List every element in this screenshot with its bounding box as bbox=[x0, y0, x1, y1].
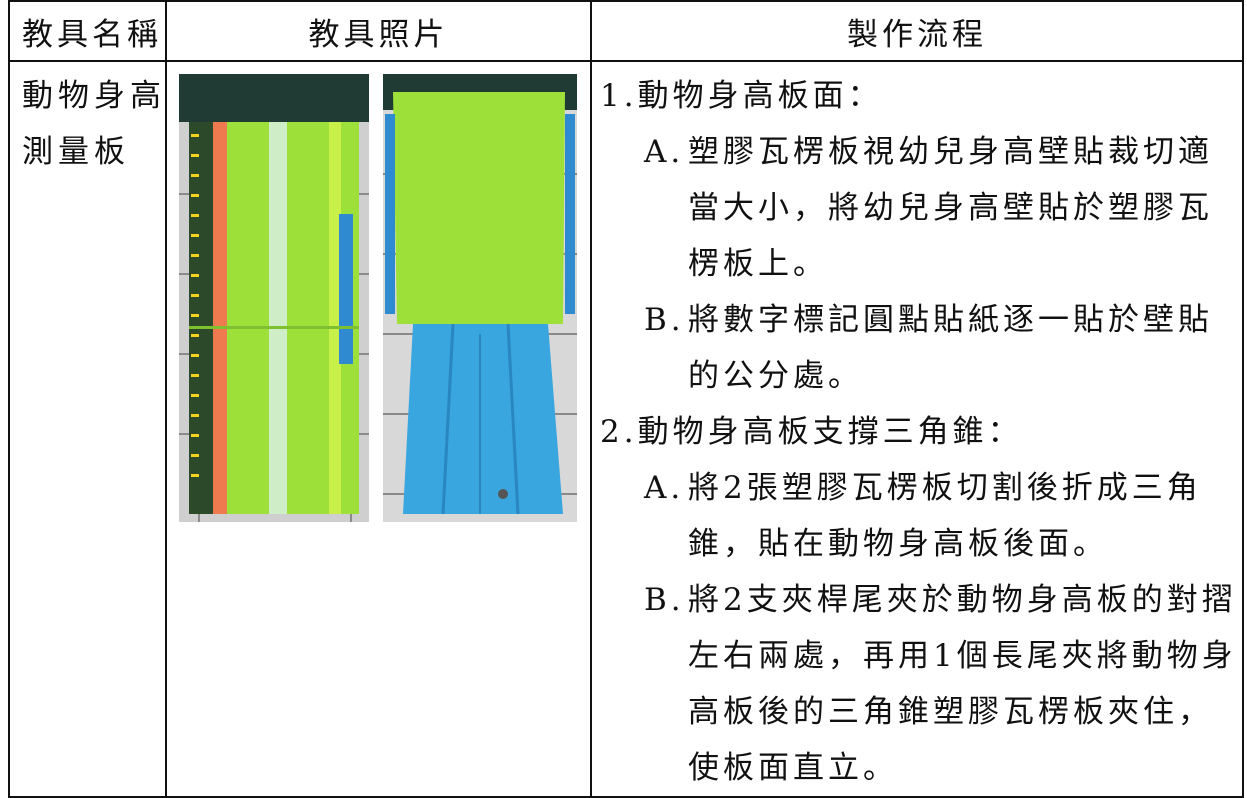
height-board-front-photo-icon bbox=[179, 74, 369, 522]
photo-cell bbox=[165, 60, 592, 798]
process-cell: 1.動物身高板面： A. 塑膠瓦楞板視幼兒身高壁貼裁切適當大小，將幼兒身高壁貼於… bbox=[590, 60, 1244, 798]
step-1-title: 1.動物身高板面： bbox=[600, 78, 883, 114]
back-photo-drawing bbox=[383, 74, 577, 522]
stripe-shape bbox=[213, 122, 227, 514]
step-1b-text: 將數字標記圓點貼紙逐一貼於壁貼的公分處。 bbox=[688, 302, 1213, 394]
step-2b-text: 將2支夾桿尾夾於動物身高板的對摺左右兩處，再用1個長尾夾將動物身高板後的三角錐塑… bbox=[688, 582, 1237, 786]
header-process: 製作流程 bbox=[590, 0, 1244, 62]
step-2a-text: 將2張塑膠瓦楞板切割後折成三角錐，貼在動物身高板後面。 bbox=[688, 470, 1202, 562]
step-1a-label: A. bbox=[644, 134, 685, 170]
height-board-back-photo-icon bbox=[383, 74, 577, 522]
content-row: 動物身高 測量板 bbox=[8, 60, 1244, 798]
board-shape bbox=[393, 92, 565, 324]
step-1b: B. 將數字標記圓點貼紙逐一貼於壁貼的公分處。 bbox=[600, 292, 1242, 404]
step-1a: A. 塑膠瓦楞板視幼兒身高壁貼裁切適當大小，將幼兒身高壁貼於塑膠瓦楞板上。 bbox=[600, 124, 1242, 292]
step-2a: A. 將2張塑膠瓦楞板切割後折成三角錐，貼在動物身高板後面。 bbox=[600, 460, 1242, 572]
header-name: 教具名稱 bbox=[8, 0, 167, 62]
item-name-line: 測量板 bbox=[22, 134, 130, 170]
item-name-cell: 動物身高 測量板 bbox=[8, 60, 167, 798]
step-1b-label: B. bbox=[644, 302, 685, 338]
step-2a-label: A. bbox=[644, 470, 685, 506]
step-2b-label: B. bbox=[644, 582, 685, 618]
header-photo: 教具照片 bbox=[165, 0, 592, 62]
stand-shape bbox=[403, 324, 563, 514]
item-name-line: 動物身高 bbox=[22, 78, 166, 114]
step-2-title: 2.動物身高板支撐三角錐： bbox=[600, 414, 1023, 450]
document-table: 教具名稱 教具照片 製作流程 動物身高 測量板 bbox=[8, 0, 1244, 798]
step-2b: B. 將2支夾桿尾夾於動物身高板的對摺左右兩處，再用1個長尾夾將動物身高板後的三… bbox=[600, 572, 1242, 796]
step-1a-text: 塑膠瓦楞板視幼兒身高壁貼裁切適當大小，將幼兒身高壁貼於塑膠瓦楞板上。 bbox=[688, 134, 1213, 282]
front-photo-drawing bbox=[179, 74, 369, 522]
header-row: 教具名稱 教具照片 製作流程 bbox=[8, 0, 1244, 62]
